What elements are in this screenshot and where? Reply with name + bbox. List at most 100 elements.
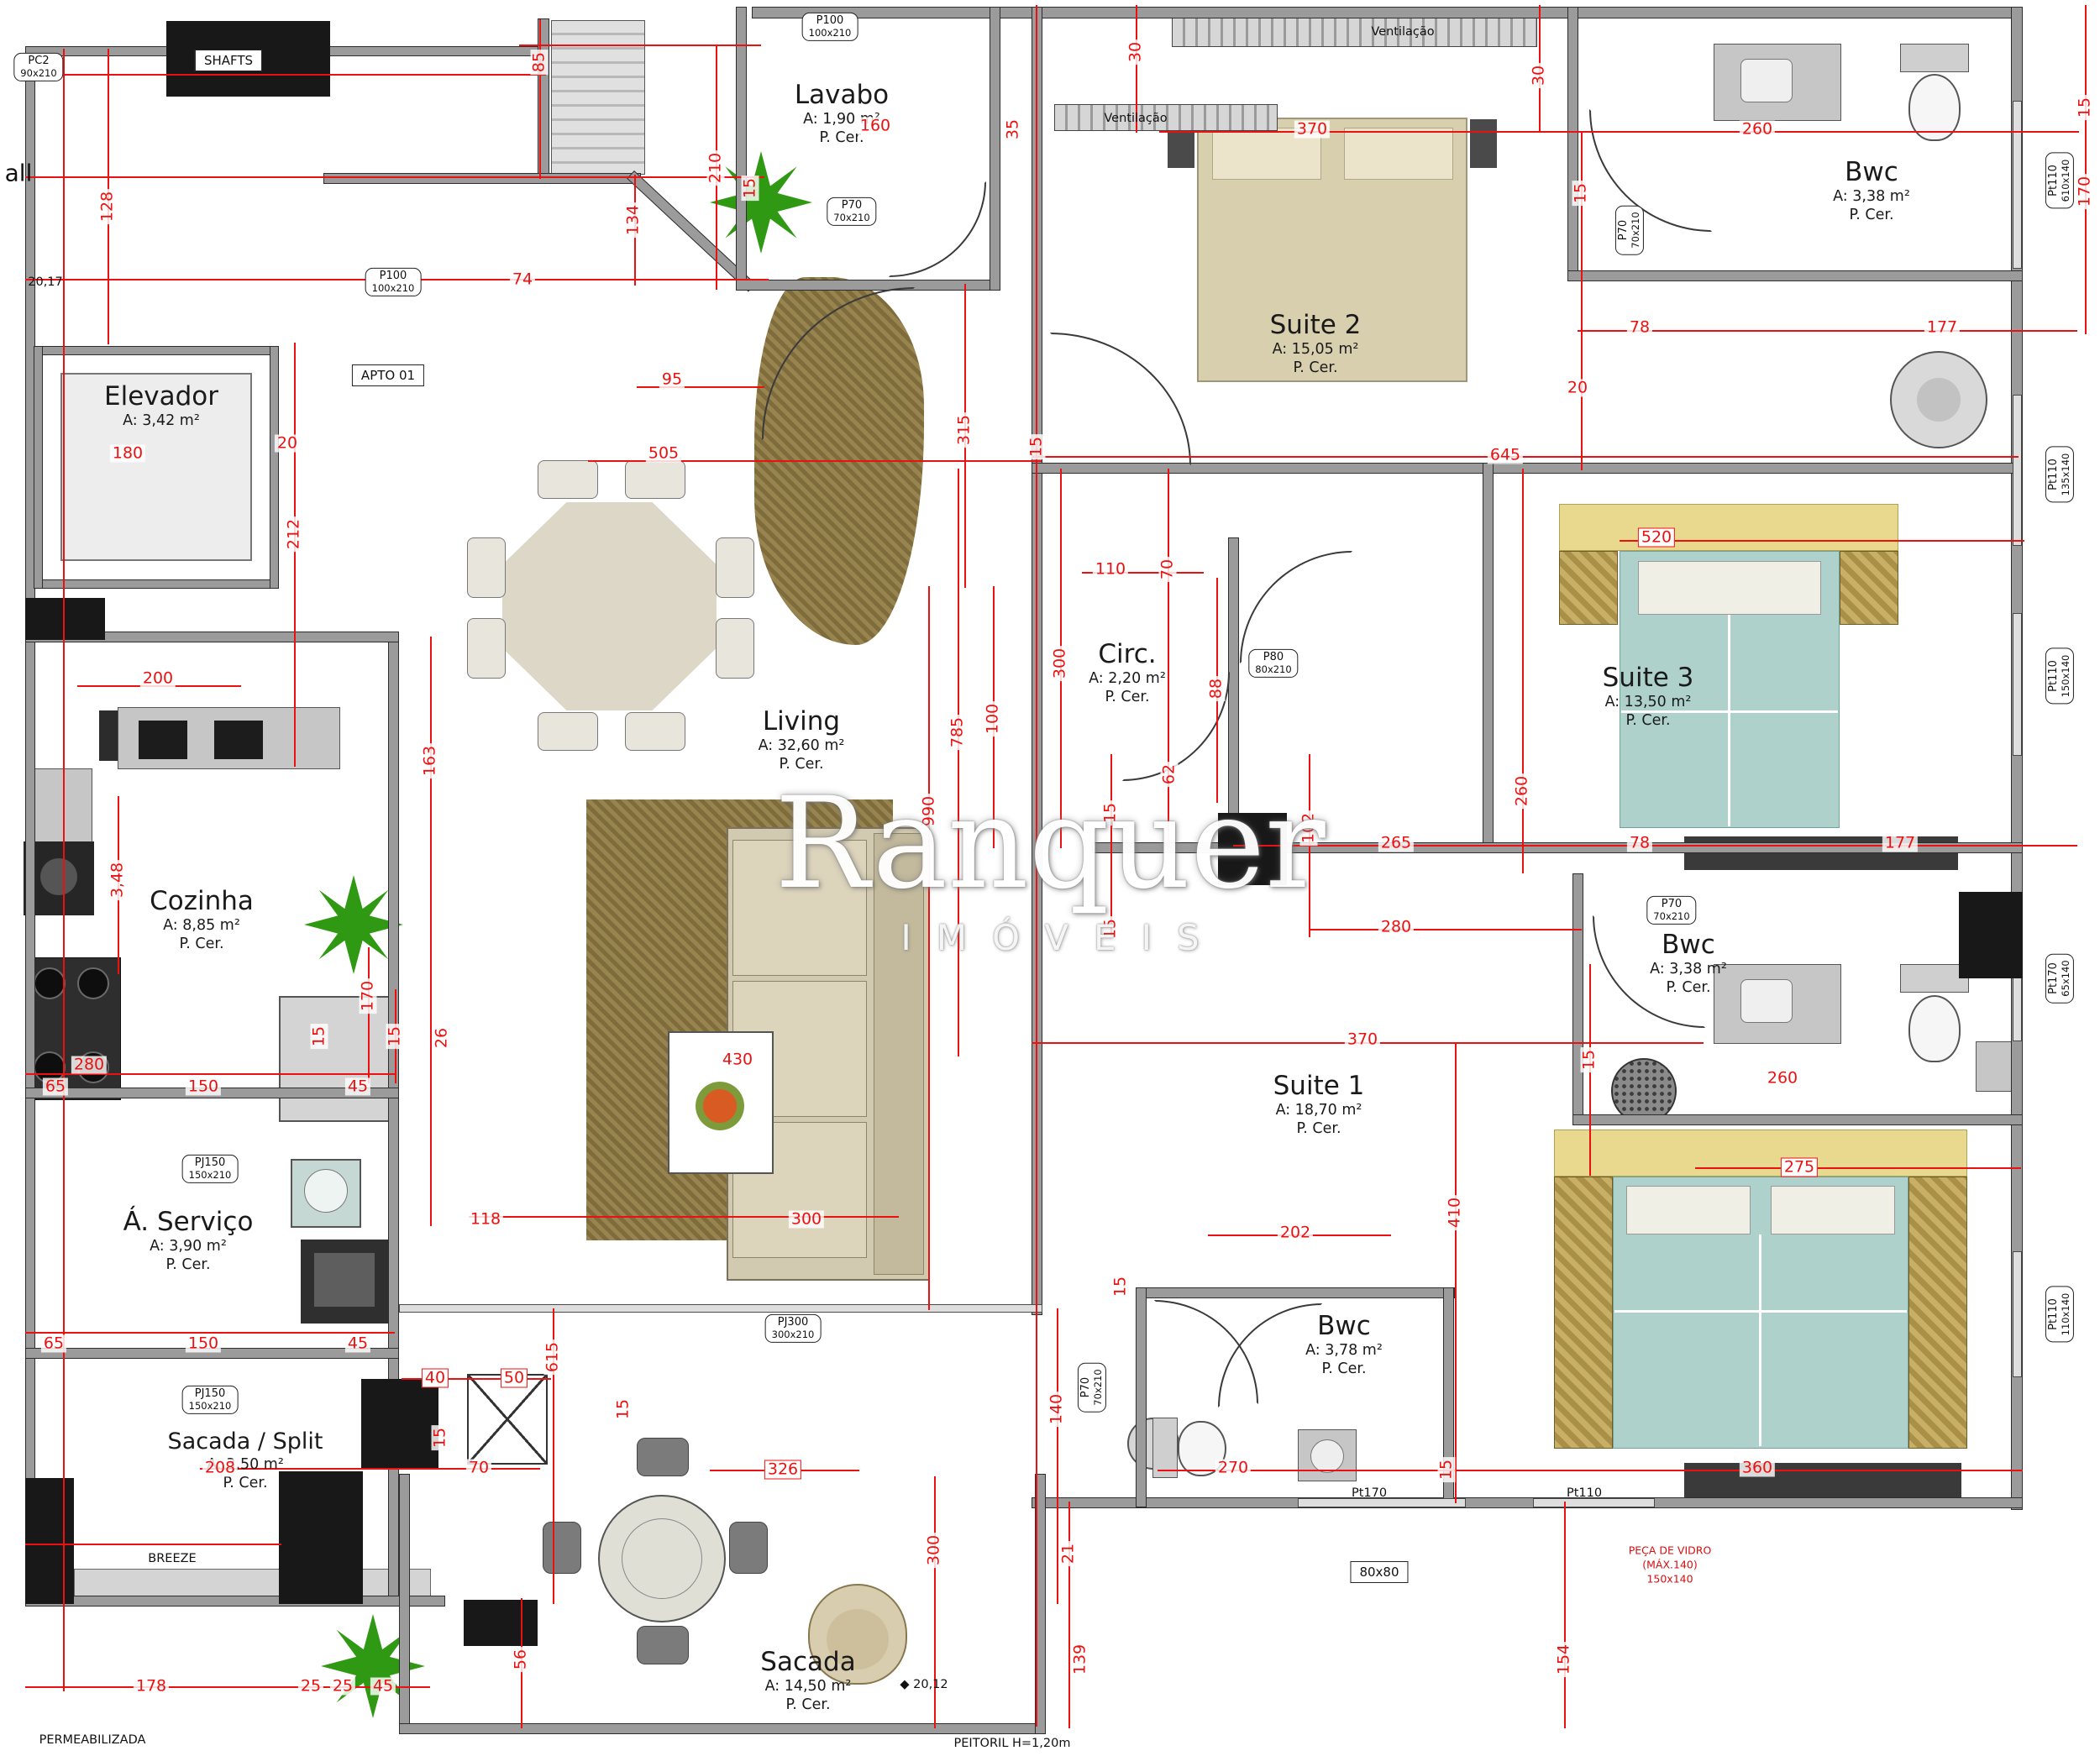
room-floor: P. Cer. [223,1474,268,1491]
door-arc-lavabo [889,181,986,277]
room-area: A: 3,90 m² [150,1238,227,1255]
split-condenser [361,1379,438,1468]
su2-pillow [1344,128,1453,180]
dimension-label: 62 [1160,761,1179,788]
dimension-label: 177 [1924,318,1961,337]
wall [1572,1114,2023,1125]
washbasin [1740,59,1793,102]
wall [34,346,43,589]
door-arc-suite2 [1050,333,1191,465]
room-floor: P. Cer. [1666,979,1711,997]
dimension-line [553,1308,554,1604]
wall [1136,1287,1147,1507]
room-label-sacada-split: Sacada / Split A: 3,50 m² P. Cer. [168,1429,323,1491]
burner [34,967,66,999]
room-area: A: 8,85 m² [163,917,240,935]
furniture [40,858,77,895]
dimension-label: 15 [1101,915,1120,942]
dimension-label: 300 [1051,645,1069,682]
dimension-line [25,1073,395,1075]
furniture [1840,551,1898,625]
furniture [538,460,598,499]
wall [399,1474,410,1734]
dimension-label: 270 [1215,1459,1252,1477]
dimension-label: 15 [1572,180,1590,207]
tag-size: 150x210 [188,1399,232,1412]
room-area: A: 18,70 m² [1275,1102,1362,1119]
room-label-suite1: Suite 1 A: 18,70 m² P. Cer. [1273,1072,1365,1138]
vanity-counter [1714,44,1841,121]
wall [1483,463,1494,853]
dimension-line [958,469,959,1056]
tag-label: P70 [1616,219,1630,241]
room-name: Lavabo [794,80,890,110]
dimension-label: 370 [1344,1030,1381,1049]
plant [710,151,812,254]
dimension-line [368,947,370,1083]
furniture [314,1253,375,1307]
dimension-label: 45 [344,1077,371,1096]
annotation-text: Ventilação [1104,112,1168,125]
dimension-label: 70 [1158,556,1177,583]
annotation-text: Pt170 [1351,1486,1388,1500]
furniture [538,712,598,751]
furniture [467,618,506,679]
dimension-label: 15 [1580,1046,1599,1073]
furniture [25,768,92,844]
dimension-label: 15 [614,1396,633,1423]
nightstand [1470,119,1497,168]
dimension-label: 102 [1299,810,1318,847]
dining-table [502,502,717,710]
room-floor: P. Cer. [1625,712,1671,730]
toilet-tank [1152,1418,1178,1478]
dimension-label: 200 [139,669,176,688]
dimension-label: 202 [1277,1224,1314,1242]
flower-centerpiece [690,1077,749,1135]
wall [1035,1474,1046,1734]
annotation-text: 80x80 [1350,1561,1409,1583]
dimension-label: 40 [421,1368,449,1388]
room-name: Suite 3 [1602,663,1694,693]
furniture [1310,1439,1344,1473]
room-floor: P. Cer. [779,756,824,773]
furniture [622,1518,702,1599]
dimension-label: 20 [274,434,301,453]
kitchen-sink [139,721,187,759]
furniture [1554,1177,1613,1449]
dimension-line [25,1332,395,1334]
dimension-label: 265 [1378,834,1415,852]
room-area: A: 3,78 m² [1305,1342,1383,1360]
wall [1567,7,1578,281]
room-label-suite2: Suite 2 A: 15,05 m² P. Cer. [1270,311,1362,377]
wall [990,7,1000,291]
room-label-bwc-mid: Bwc A: 3,38 m² P. Cer. [1650,930,1727,997]
dimension-label: 78 [1626,318,1653,337]
dimension-label: 45 [344,1334,371,1353]
dimension-label: 25 [329,1677,356,1696]
room-floor: P. Cer. [819,129,864,147]
annotation-text: (MÁX.140) [1642,1558,1698,1571]
wall [1567,270,2023,281]
room-floor: P. Cer. [1293,359,1338,377]
dimension-label: 65 [40,1334,67,1353]
wall [270,346,279,589]
dimension-label: 25 [297,1677,324,1696]
wall [34,579,279,589]
dimension-line [402,1378,551,1380]
room-name: Bwc [1317,1311,1371,1341]
dimension-label: 15 [2076,94,2094,121]
ventilation-duct [1172,17,1537,47]
furniture [625,712,685,751]
dimension-label: 15 [386,1023,404,1050]
dimension-label: 178 [133,1677,170,1696]
dimension-label: 3,48 [108,859,127,901]
furniture [1559,551,1618,625]
dimension-line [1158,1470,2023,1471]
dimension-label: 208 [202,1459,239,1477]
dimension-line [1233,845,2077,847]
dimension-line [63,49,65,1691]
dimension-line [1068,1502,1070,1728]
room-floor: P. Cer. [1849,207,1894,224]
room-area: A: 3,50 m² [207,1455,284,1473]
